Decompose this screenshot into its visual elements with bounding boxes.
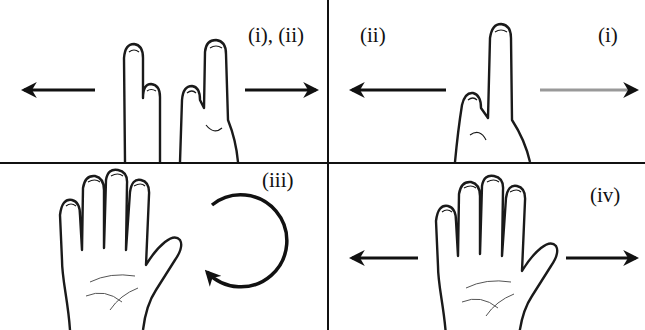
callout-label: (iii) — [262, 169, 294, 192]
callout-label: (i) — [598, 24, 618, 47]
callout-label: (i), (ii) — [248, 24, 304, 47]
callout-label: (iv) — [590, 184, 620, 207]
callout-label: (ii) — [360, 24, 386, 47]
